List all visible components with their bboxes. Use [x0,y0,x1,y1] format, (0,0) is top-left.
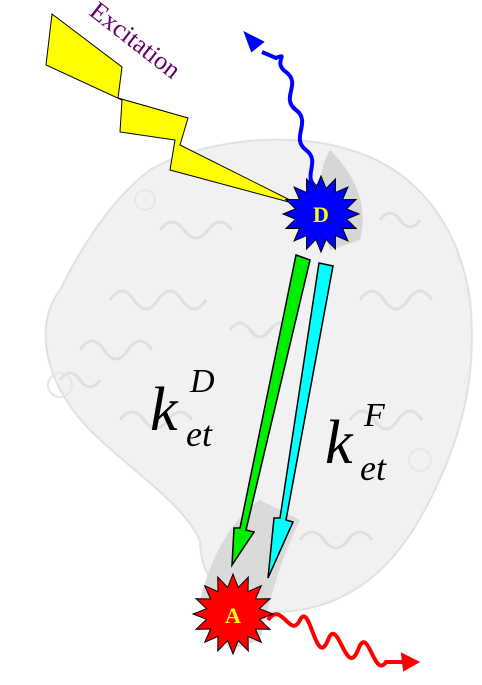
acceptor-starburst-icon [191,572,275,656]
donor-rate-symbol: k [150,376,179,444]
donor-label: D [313,202,329,227]
lightning-bolt-icon [45,13,301,206]
donor-emission-wave-icon [243,30,320,190]
protein-structure-background [44,138,473,650]
donor-rate-superscript: D [189,363,215,400]
fast-rate-subscript: et [360,448,387,488]
acceptor-emission-wave-icon [266,612,421,672]
acceptor-label: A [225,603,241,628]
donor-rate-subscript: et [186,414,213,454]
fast-transfer-arrow [267,262,334,579]
donor-rate-label: k D et [150,363,215,454]
donor-starburst-icon [281,174,361,254]
fast-rate-label: k F et [325,397,387,488]
donor-transfer-arrow [231,254,311,568]
fast-rate-symbol: k [325,409,354,477]
fast-rate-superscript: F [363,397,386,434]
